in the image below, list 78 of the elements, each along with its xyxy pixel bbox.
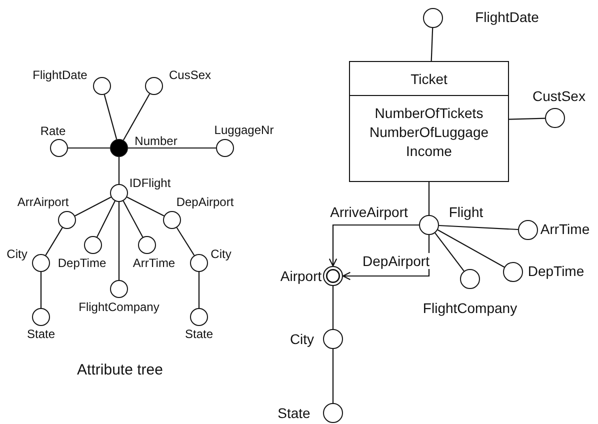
attribute-circle: [423, 8, 443, 28]
double-circle: [323, 266, 343, 286]
attribute-label: FlightCompany: [422, 300, 518, 316]
attribute-circle: [50, 139, 68, 157]
attribute-label: CusSex: [168, 68, 212, 82]
attribute-label: DepTime: [58, 256, 106, 270]
attribute-label: FlightDate: [32, 68, 88, 82]
connector-line: [430, 28, 434, 62]
connector-line: [332, 286, 334, 329]
attribute-circle: [93, 77, 111, 95]
attribute-label: FlightDate: [475, 9, 539, 25]
attribute-circle: [110, 184, 128, 202]
connector-line: [434, 232, 464, 272]
attribute-label: State: [184, 327, 214, 341]
attribute-circle: [323, 329, 343, 349]
arrow: [328, 224, 419, 267]
attribute-label: ArrTime: [132, 256, 176, 270]
root-dot: [110, 139, 128, 157]
connector-line: [332, 349, 334, 403]
attribute-circle: [323, 403, 343, 423]
edge-label: ArriveAirport: [329, 204, 409, 220]
attribute-label: LuggageNr: [214, 123, 274, 137]
connector-line: [437, 229, 505, 268]
attribute-circle: [518, 220, 538, 240]
attribute-circle: [32, 308, 50, 326]
connector-line: [176, 227, 195, 256]
edge-label: DepAirport: [362, 253, 430, 269]
attribute-circle: [503, 262, 523, 282]
connector-line: [118, 202, 120, 280]
attribute-label: City: [290, 331, 314, 347]
connector-line: [118, 157, 120, 184]
attribute-label: DepAirport: [176, 195, 234, 209]
connector-line: [126, 196, 164, 216]
attribute-label: Number: [134, 134, 178, 148]
attribute-label: ArrTime: [540, 221, 590, 237]
attribute-circle: [138, 236, 156, 254]
attribute-label: Rate: [40, 124, 66, 138]
connector-line: [438, 224, 518, 230]
attribute-label: ArrAirport: [17, 195, 69, 209]
connector-line: [508, 118, 546, 120]
attribute-circle: [545, 108, 565, 128]
connector-line: [74, 196, 112, 216]
connector-line: [122, 200, 144, 238]
attribute-circle: [190, 308, 208, 326]
caption: Attribute tree: [77, 362, 163, 378]
attribute-label: FlightCompany: [78, 300, 160, 314]
attribute-circle: [163, 211, 181, 229]
connector-line: [122, 94, 150, 140]
attribute-circle: [190, 254, 208, 272]
attribute-label: IDFlight: [129, 176, 171, 190]
attribute-circle: [419, 215, 439, 235]
connector-line: [68, 147, 110, 149]
attribute-circle: [110, 280, 128, 298]
connector-line: [96, 200, 116, 238]
attribute-label: City: [210, 247, 232, 261]
connector-line: [128, 147, 216, 149]
attribute-label: Airport: [280, 268, 322, 284]
attribute-circle: [460, 269, 480, 289]
attribute-circle: [216, 139, 234, 157]
attribute-label: DepTime: [528, 263, 584, 279]
connector-line: [40, 272, 42, 308]
attribute-label: Flight: [448, 204, 484, 220]
attribute-circle: [32, 254, 50, 272]
entity-attributes: NumberOfTickets NumberOfLuggage Income: [368, 104, 490, 161]
connector-line: [104, 94, 118, 140]
entity-box: [349, 61, 509, 182]
attribute-label: City: [6, 247, 28, 261]
entity-title: Ticket: [350, 62, 508, 96]
connector-line: [198, 272, 200, 308]
attribute-label: State: [26, 327, 56, 341]
connector-line: [45, 227, 63, 256]
attribute-circle: [84, 236, 102, 254]
attribute-circle: [145, 77, 163, 95]
connector-line: [428, 182, 430, 215]
arrow: [342, 235, 430, 280]
attribute-label: CustSex: [532, 88, 586, 104]
attribute-circle: [58, 211, 76, 229]
attribute-label: State: [278, 405, 310, 421]
